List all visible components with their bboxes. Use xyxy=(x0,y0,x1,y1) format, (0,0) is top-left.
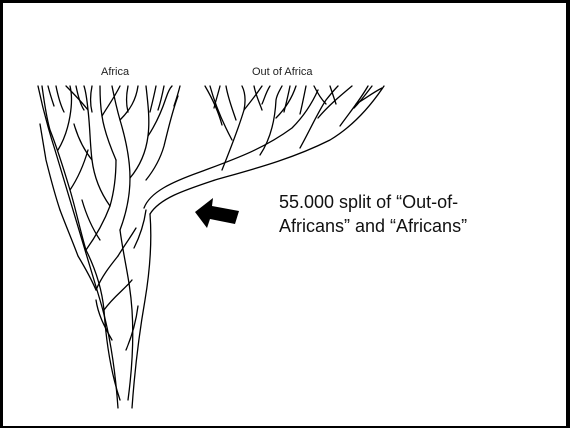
slide: Africa Out of Africa 55.000 split of “Ou… xyxy=(0,0,570,428)
slide-border xyxy=(0,0,570,428)
